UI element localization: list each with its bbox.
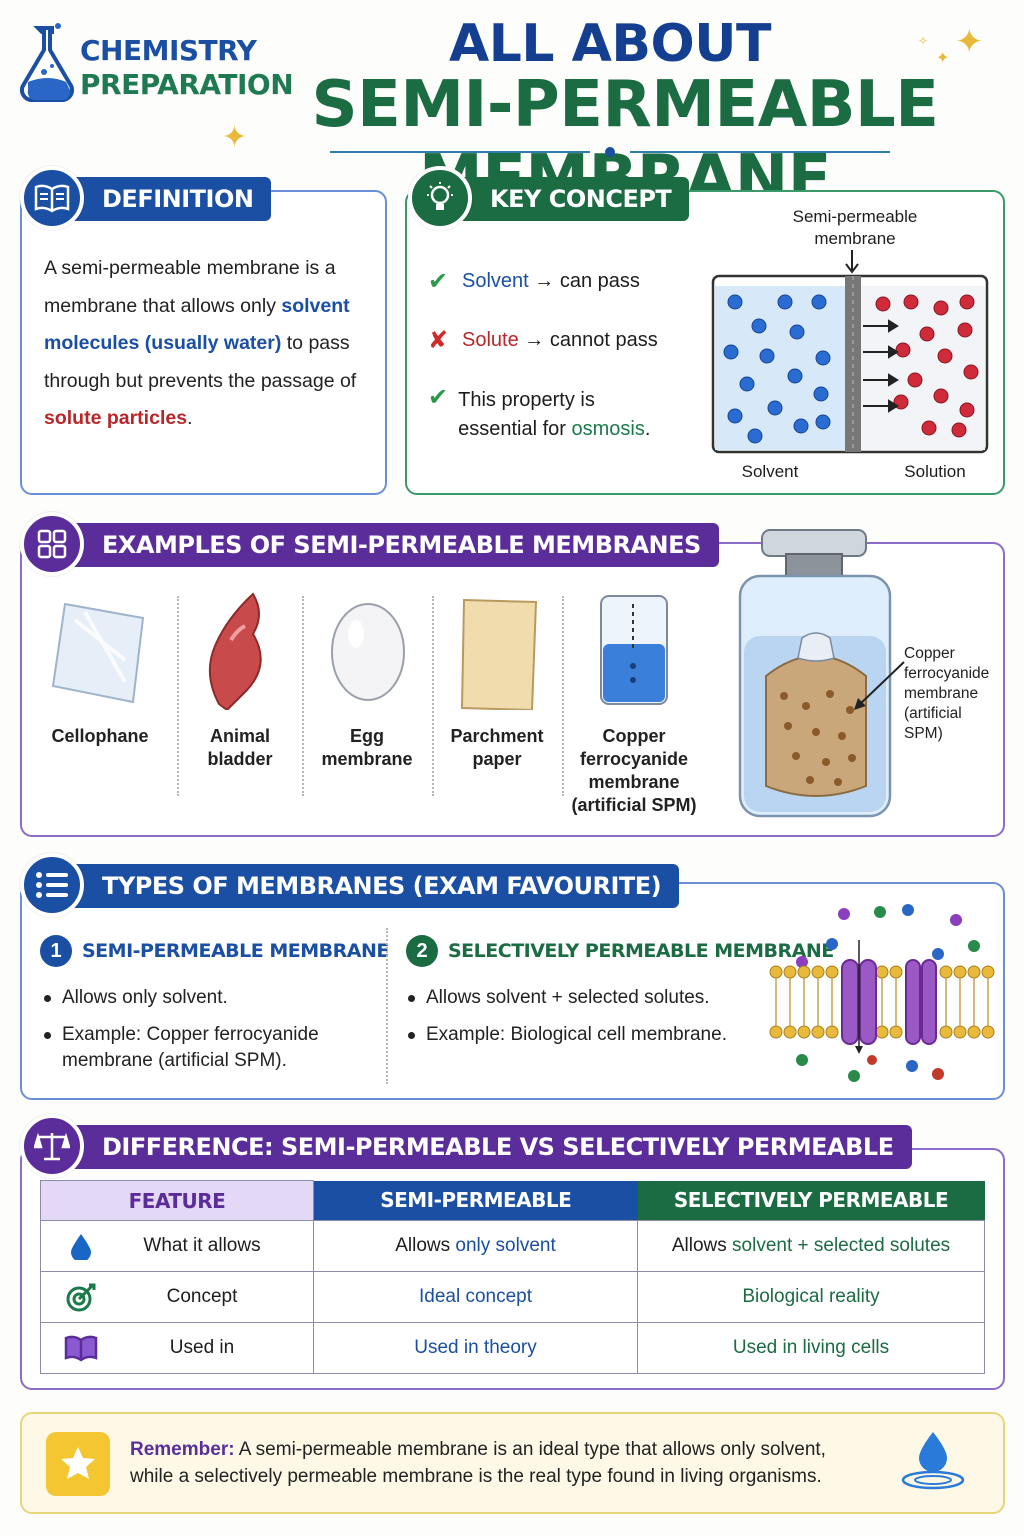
sparkle-icon: ✧ xyxy=(918,34,929,48)
title-line-1: ALL ABOUT xyxy=(449,14,771,74)
table-row: Concept Ideal concept Biological reality xyxy=(40,1271,985,1323)
type-2-bullets: Allows solvent + selected solutes. Examp… xyxy=(406,985,756,1059)
example-animal-bladder: Animal bladder xyxy=(175,590,305,771)
term-solvent: solvent molecules (usually water) xyxy=(44,294,350,355)
type-1-bullets: Allows only solvent. Example: Copper fer… xyxy=(42,985,372,1085)
example-copper-ferrocyanide: Copper ferrocyanide membrane (artificial… xyxy=(568,590,700,817)
divider xyxy=(302,596,304,796)
title-divider xyxy=(330,147,890,157)
key-row-solute: ✘ Solute → cannot pass xyxy=(428,327,658,354)
logo-line-1: CHEMISTRY xyxy=(80,34,257,67)
cross-icon: ✘ xyxy=(428,327,449,354)
remember-label: Remember: xyxy=(130,1439,235,1460)
type-2-title: SELECTIVELY PERMEABLE MEMBRANE xyxy=(448,940,834,962)
book-icon xyxy=(20,166,84,230)
remember-box xyxy=(20,1412,1005,1514)
list-item: Allows only solvent. xyxy=(42,985,372,1011)
term-solute: solute particles xyxy=(44,407,188,429)
osmosis-tank-diagram xyxy=(711,250,989,454)
brand-logo: CHEMISTRY PREPARATION xyxy=(14,14,294,106)
sparkle-icon: ✦ xyxy=(222,121,248,154)
key-row-solvent: ✔ Solvent → can pass xyxy=(428,268,640,295)
table-row: Used in Used in theory Used in living ce… xyxy=(40,1322,985,1374)
type-1-title: SEMI-PERMEABLE MEMBRANE xyxy=(82,940,389,962)
sparkle-icon: ✦ xyxy=(955,23,984,61)
cell-membrane-illustration xyxy=(769,904,995,1082)
difference-heading: DIFFERENCE: SEMI-PERMEABLE VS SELECTIVEL… xyxy=(62,1125,912,1169)
membrane-jar-illustration xyxy=(738,529,892,818)
sparkle-icon: ✦ xyxy=(936,50,950,67)
check-icon: ✔ xyxy=(428,268,449,295)
example-egg-membrane: Egg membrane xyxy=(302,590,432,771)
cellophane-icon xyxy=(51,602,145,704)
divider xyxy=(386,928,388,1084)
key-row-osmosis: ✔ This property is essential for osmosis… xyxy=(428,384,651,441)
check-icon: ✔ xyxy=(428,384,449,411)
example-cellophane: Cellophane xyxy=(35,590,165,748)
remember-text: Remember: A semi-permeable membrane is a… xyxy=(130,1439,826,1487)
type-2-header: 2 SELECTIVELY PERMEABLE MEMBRANE xyxy=(406,935,834,967)
example-parchment-paper: Parchment paper xyxy=(432,590,562,771)
book-icon xyxy=(41,1334,121,1362)
list-item: Example: Copper ferrocyanide membrane (a… xyxy=(42,1022,372,1074)
divider xyxy=(562,596,564,796)
balance-scale-icon xyxy=(20,1114,84,1178)
star-icon xyxy=(46,1432,110,1496)
column-header: FEATURE xyxy=(40,1180,314,1221)
beaker-icon xyxy=(600,595,668,705)
parchment-icon xyxy=(460,598,538,712)
column-header: SEMI-PERMEABLE xyxy=(313,1180,638,1221)
membrane-label: Semi-permeable membrane xyxy=(792,207,918,248)
water-ripple-icon xyxy=(901,1432,965,1490)
flask-icon xyxy=(20,23,74,103)
type-2-number: 2 xyxy=(406,935,438,967)
lightbulb-icon xyxy=(408,166,472,230)
bladder-icon xyxy=(208,592,262,712)
type-1-header: 1 SEMI-PERMEABLE MEMBRANE xyxy=(40,935,389,967)
solution-label: Solution xyxy=(904,462,966,481)
divider xyxy=(432,596,434,796)
definition-text: A semi-permeable membrane is a membrane … xyxy=(44,257,357,429)
definition-heading: DEFINITION xyxy=(62,177,272,221)
key-concept-heading: KEY CONCEPT xyxy=(450,177,690,221)
types-heading: TYPES OF MEMBRANES (EXAM FAVOURITE) xyxy=(62,864,680,908)
solvent-label: Solvent xyxy=(741,462,799,481)
callout-arrow xyxy=(854,661,905,710)
list-icon xyxy=(20,853,84,917)
type-1-number: 1 xyxy=(40,935,72,967)
difference-table: FEATURE SEMI-PERMEABLE SELECTIVELY PERME… xyxy=(40,1180,985,1374)
egg-icon xyxy=(331,603,405,701)
list-item: Allows solvent + selected solutes. xyxy=(406,985,756,1011)
table-header-row: FEATURE SEMI-PERMEABLE SELECTIVELY PERME… xyxy=(40,1180,985,1221)
grid-icon xyxy=(20,512,84,576)
target-icon xyxy=(41,1281,121,1313)
column-header: SELECTIVELY PERMEABLE xyxy=(637,1180,985,1221)
jar-callout-label: Copper ferrocyanide membrane (artificial… xyxy=(904,645,990,742)
divider xyxy=(177,596,179,796)
logo-line-2: PREPARATION xyxy=(80,68,294,101)
list-item: Example: Biological cell membrane. xyxy=(406,1022,756,1048)
table-row: What it allows Allows only solvent Allow… xyxy=(40,1220,985,1272)
water-drop-icon xyxy=(41,1232,121,1260)
examples-heading: EXAMPLES OF SEMI-PERMEABLE MEMBRANES xyxy=(62,523,719,567)
